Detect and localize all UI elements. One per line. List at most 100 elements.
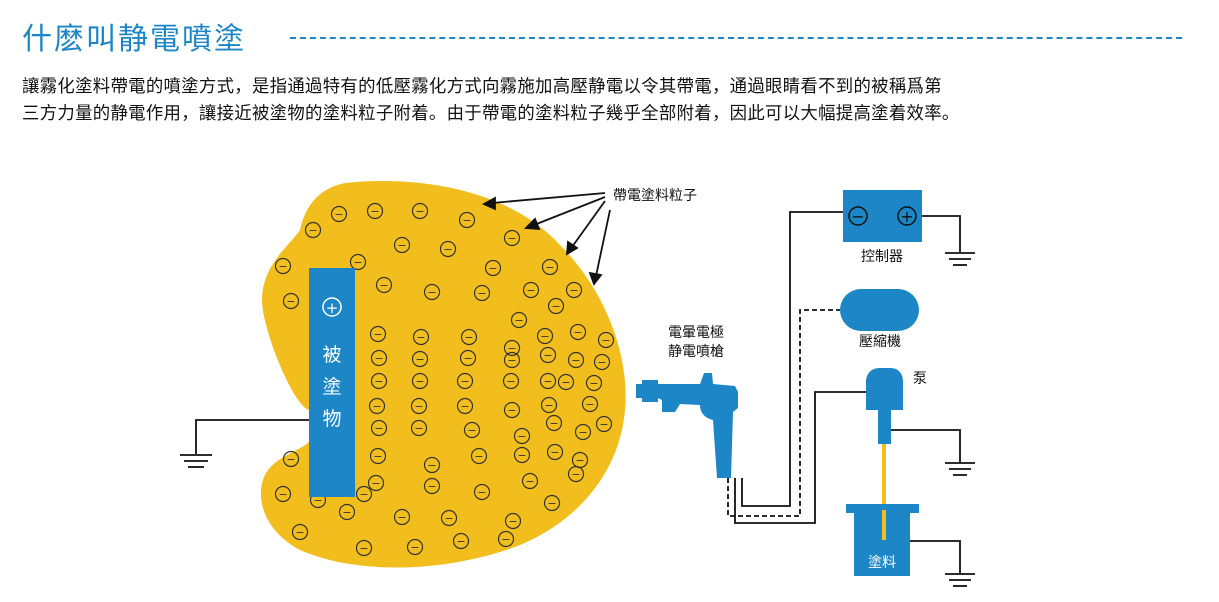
particle-sign-22: − [416, 331, 425, 344]
particle-25 [536, 327, 554, 345]
particle-15 [375, 276, 393, 294]
particle-36 [411, 372, 429, 390]
particle-sign-70: − [397, 511, 406, 524]
particle-69 [355, 485, 373, 503]
particle-sign-2: − [370, 205, 379, 218]
particle-sign-35: − [374, 375, 383, 388]
particle-sign-57: − [517, 449, 526, 462]
particle-sign-71: − [444, 512, 453, 525]
particle-sign-61: − [474, 450, 483, 463]
particle-35 [370, 372, 388, 390]
particle-11 [349, 253, 367, 271]
particle-32 [539, 346, 557, 364]
workpiece-bar [309, 268, 355, 497]
particle-71 [440, 509, 458, 527]
particle-17 [473, 284, 491, 302]
particle-sign-29: − [415, 353, 424, 366]
particle-2 [366, 202, 384, 220]
spray-gun [636, 373, 738, 478]
controller-ground-symbol [922, 215, 975, 266]
particle-56 [369, 447, 387, 465]
particle-sign-65: − [525, 475, 534, 488]
particle-38 [502, 372, 520, 390]
particle-sign-10: − [278, 260, 287, 273]
particle-65 [521, 472, 539, 490]
particle-sign-47: − [585, 398, 594, 411]
particle-sign-41: − [589, 377, 598, 390]
particle-sign-48: − [599, 418, 608, 431]
particle-sign-67: − [278, 488, 287, 501]
particle-7 [393, 236, 411, 254]
particle-sign-34: − [597, 356, 606, 369]
particle-sign-51: − [467, 424, 476, 437]
particle-3 [411, 202, 429, 220]
particle-sign-38: − [506, 375, 515, 388]
workpiece-char-3: 物 [322, 408, 341, 430]
particle-77 [406, 538, 424, 556]
particle-sign-68: − [313, 494, 322, 507]
particle-sign-73: − [547, 497, 556, 510]
particle-22 [412, 328, 430, 346]
intro-paragraph: 讓霧化塗料帶電的噴塗方式，是指通過特有的低壓霧化方式向霧施加高壓静電以令其帶電，… [22, 74, 1212, 128]
page-title: 什麽叫静電噴塗 [22, 22, 246, 57]
workpiece-char-2: 塗 [322, 375, 341, 398]
particle-47 [581, 395, 599, 413]
particle-74 [291, 523, 309, 541]
controller-box [843, 190, 922, 242]
particle-37 [456, 372, 474, 390]
title-divider [290, 37, 1182, 39]
pump-label: 泵 [913, 371, 927, 387]
controller-plus-sign: + [900, 207, 913, 226]
particle-sign-50: − [414, 422, 423, 435]
particle-sign-14: − [286, 295, 295, 308]
particle-70 [393, 508, 411, 526]
particle-27 [597, 331, 615, 349]
particle-24 [503, 339, 521, 357]
particle-sign-18: − [526, 284, 535, 297]
particle-sign-11: − [353, 256, 362, 269]
particle-sign-12: − [488, 262, 497, 275]
controller-minus-circle [848, 206, 868, 226]
gun-label-line-2: 静電噴槍 [668, 344, 724, 360]
particle-sign-6: − [308, 224, 317, 237]
particle-sign-53: − [549, 417, 558, 430]
particle-60 [423, 456, 441, 474]
particle-sign-3: − [415, 205, 424, 218]
particle-sign-8: − [443, 243, 452, 256]
particle-sign-60: − [427, 459, 436, 472]
particle-23 [460, 328, 478, 346]
particle-66 [567, 465, 585, 483]
controller-plus-circle [897, 206, 917, 226]
particle-label: 帶電塗料粒子 [613, 187, 697, 204]
particle-43 [410, 397, 428, 415]
particle-sign-55: − [286, 453, 295, 466]
controller-minus-sign: − [851, 207, 864, 226]
particle-28 [370, 349, 388, 367]
particle-sign-63: − [427, 480, 436, 493]
particle-sign-42: − [372, 400, 381, 413]
particle-sign-5: − [507, 232, 516, 245]
paint-label: 塗料 [868, 554, 896, 571]
particle-sign-32: − [543, 349, 552, 362]
particle-sign-21: − [373, 328, 382, 341]
compressor-label: 壓縮機 [859, 334, 901, 350]
particle-62 [367, 474, 385, 492]
particle-sign-52: − [517, 430, 526, 443]
particle-53 [545, 414, 563, 432]
pump-ground-symbol [891, 429, 975, 476]
particle-sign-30: − [463, 352, 472, 365]
particle-sign-23: − [464, 331, 473, 344]
particle-sign-49: − [374, 422, 383, 435]
workpiece-ground-symbol [180, 419, 309, 468]
particle-39 [539, 372, 557, 390]
particle-30 [459, 349, 477, 367]
particle-26 [569, 323, 587, 341]
particle-4 [458, 211, 476, 229]
particle-58 [546, 443, 564, 461]
workpiece-plus-circle [322, 297, 342, 317]
particle-16 [423, 283, 441, 301]
particle-14 [282, 292, 300, 310]
particle-sign-26: − [573, 326, 582, 339]
workpiece-char-1: 被 [322, 344, 341, 366]
particle-sign-16: − [427, 286, 436, 299]
